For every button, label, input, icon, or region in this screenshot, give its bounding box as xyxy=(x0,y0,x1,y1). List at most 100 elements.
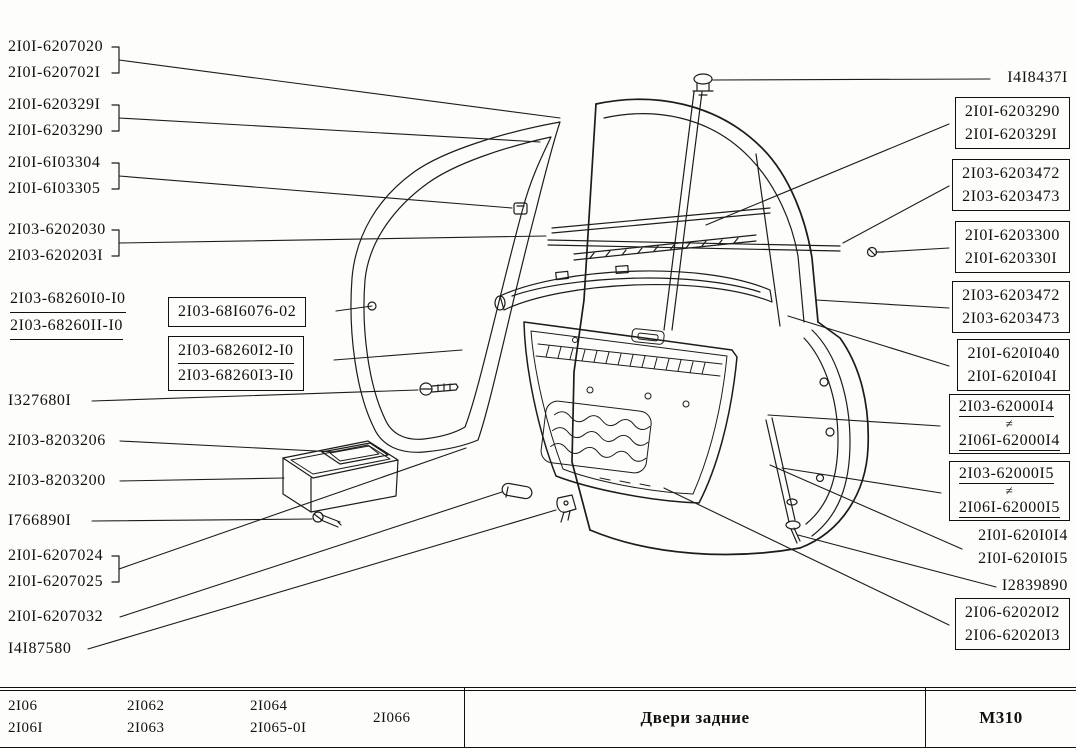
part-number: 2I0I-6207025 xyxy=(8,573,104,590)
bracket-clip-icon xyxy=(556,494,577,523)
model-number: 2I06I xyxy=(8,720,43,736)
door-assembly-diagram xyxy=(87,46,997,650)
part-number: 2I06-62020I2 xyxy=(964,604,1060,621)
part-label-group: 2I0I-6207024 2I0I-6207025 xyxy=(8,543,103,595)
part-label-group: I4I87580 xyxy=(8,636,71,662)
part-number: 2I03-6202030 xyxy=(8,221,106,238)
page-code: М310 xyxy=(925,688,1076,747)
part-label-group: I4I8437I xyxy=(1007,66,1068,89)
part-label-group: I2839890 xyxy=(1002,574,1068,597)
part-label-group: 2I03-68260I2-I0 2I03-68260I3-I0 xyxy=(168,336,304,391)
door-inner-details xyxy=(603,91,851,537)
part-label-group: 2I0I-6207020 2I0I-620702I xyxy=(8,34,103,86)
section-title: Двери задние xyxy=(640,707,750,727)
part-label-group: 2I0I-6I03304 2I0I-6I03305 xyxy=(8,150,101,202)
part-number: 2I0I-6I03305 xyxy=(8,180,101,197)
part-number: 2I06-62020I3 xyxy=(964,627,1060,644)
part-label-group: 2I03-68260I0-I0 2I03-68260II-I0 xyxy=(10,286,126,340)
part-number: 2I06I-62000I5 xyxy=(958,499,1060,518)
part-label-group: I327680I xyxy=(8,388,71,414)
part-number: I766890I xyxy=(8,512,72,529)
trim-panel-details xyxy=(535,328,723,487)
part-number: 2I0I-6207032 xyxy=(8,608,104,625)
part-label-group: 2I06-62020I2 2I06-62020I3 xyxy=(954,598,1070,650)
clip-icon-window xyxy=(513,202,528,215)
part-label-group: I766890I xyxy=(8,508,71,534)
not-equal-sign: ≠ xyxy=(1005,483,1014,498)
pin-icon xyxy=(765,417,801,544)
part-label-group: 2I0I-6203300 2I0I-620330I xyxy=(954,221,1070,273)
part-number: 2I0I-6207024 xyxy=(8,547,104,564)
model-number: 2I062 xyxy=(127,698,165,714)
part-number: 2I03-62000I5 xyxy=(958,465,1055,484)
clip-icon-right xyxy=(866,246,885,258)
part-number: 2I0I-620329I xyxy=(8,96,101,113)
door-opening-seal xyxy=(350,121,561,453)
part-number: 2I0I-6207020 xyxy=(8,38,104,55)
not-equal-sign: ≠ xyxy=(1005,416,1014,431)
part-number: 2I0I-6203300 xyxy=(964,227,1060,244)
part-number: 2I0I-620I04I xyxy=(967,368,1058,385)
part-number: 2I03-68260I0-I0 xyxy=(10,286,126,313)
model-number: 2I063 xyxy=(127,720,165,736)
part-label-group: 2I03-62000I4 ≠ 2I06I-62000I4 xyxy=(948,394,1070,454)
part-number: 2I0I-620I0I5 xyxy=(978,550,1068,567)
leader-lines xyxy=(87,59,997,650)
part-label-group: 2I0I-6207032 xyxy=(8,604,103,630)
part-number: 2I03-6203472 xyxy=(962,287,1060,304)
part-number: 2I03-68260I2-I0 xyxy=(178,339,294,364)
part-label-group: 2I03-62000I5 ≠ 2I06I-62000I5 xyxy=(948,461,1070,521)
part-label-group: 2I03-6203472 2I03-6203473 xyxy=(952,159,1070,211)
part-number: I327680I xyxy=(8,392,72,409)
model-number: 2I066 xyxy=(373,709,411,726)
model-number: 2I065-0I xyxy=(250,720,307,736)
model-column: 2I066 xyxy=(373,707,411,729)
part-number: 2I03-8203200 xyxy=(8,472,106,489)
part-number: 2I06I-62000I4 xyxy=(958,432,1060,451)
screw-icon-large xyxy=(419,382,459,396)
part-label-group: 2I0I-620329I 2I0I-6203290 xyxy=(8,92,103,144)
door-shell xyxy=(571,98,870,556)
door-glass xyxy=(494,264,773,311)
part-number: 2I03-68260I3-I0 xyxy=(178,367,294,384)
part-number: 2I0I-620I040 xyxy=(967,345,1060,362)
model-column: 2I06 2I06I xyxy=(8,695,43,739)
window-molding-strips xyxy=(547,207,841,261)
part-label-group: 2I0I-620I0I4 2I0I-620I0I5 xyxy=(978,524,1068,570)
footer-table: 2I06 2I06I 2I062 2I063 2I064 2I065-0I 2I… xyxy=(0,687,1076,748)
part-number: 2I0I-6I03304 xyxy=(8,154,101,171)
part-number: 2I0I-620329I xyxy=(964,126,1058,143)
model-number: 2I06 xyxy=(8,698,38,714)
model-number: 2I064 xyxy=(250,698,288,714)
armrest xyxy=(282,440,399,513)
part-label-group: 2I03-6203472 2I03-6203473 xyxy=(952,281,1070,333)
part-number: 2I03-8203206 xyxy=(8,432,106,449)
part-number: 2I0I-620I0I4 xyxy=(978,527,1068,544)
part-label-group: 2I03-6202030 2I03-620203I xyxy=(8,217,106,269)
part-number: 2I03-6203472 xyxy=(962,165,1060,182)
part-label-group: 2I03-8203200 xyxy=(8,468,106,494)
model-column: 2I064 2I065-0I xyxy=(250,695,307,739)
door-trim-panel xyxy=(523,321,738,504)
part-number: I2839890 xyxy=(1001,577,1068,594)
model-column: 2I062 2I063 xyxy=(127,695,165,739)
part-number: 2I0I-6203290 xyxy=(8,122,104,139)
part-number: 2I03-620203I xyxy=(8,247,104,264)
part-number: 2I0I-620702I xyxy=(8,64,101,81)
part-number: 2I0I-6203290 xyxy=(964,103,1060,120)
part-number: 2I03-68260II-I0 xyxy=(10,313,123,340)
part-label-group: 2I0I-6203290 2I0I-620329I xyxy=(954,97,1070,149)
model-numbers-cell: 2I06 2I06I 2I062 2I063 2I064 2I065-0I 2I… xyxy=(0,688,465,747)
part-number: 2I03-6203473 xyxy=(962,310,1060,327)
part-number: I4I8437I xyxy=(1007,69,1068,86)
roller-icon xyxy=(501,482,533,500)
part-label-group: 2I03-8203206 xyxy=(8,428,106,454)
part-number: 2I03-62000I4 xyxy=(958,398,1055,417)
part-label-group: 2I0I-620I040 2I0I-620I04I xyxy=(957,339,1070,391)
part-number: 2I03-68I6076-02 xyxy=(178,303,297,320)
clip-fastener-icon-top xyxy=(692,73,714,96)
screw-icon-small xyxy=(312,511,342,528)
part-label-group: 2I03-68I6076-02 xyxy=(168,297,307,327)
part-number: 2I0I-620330I xyxy=(964,250,1058,267)
